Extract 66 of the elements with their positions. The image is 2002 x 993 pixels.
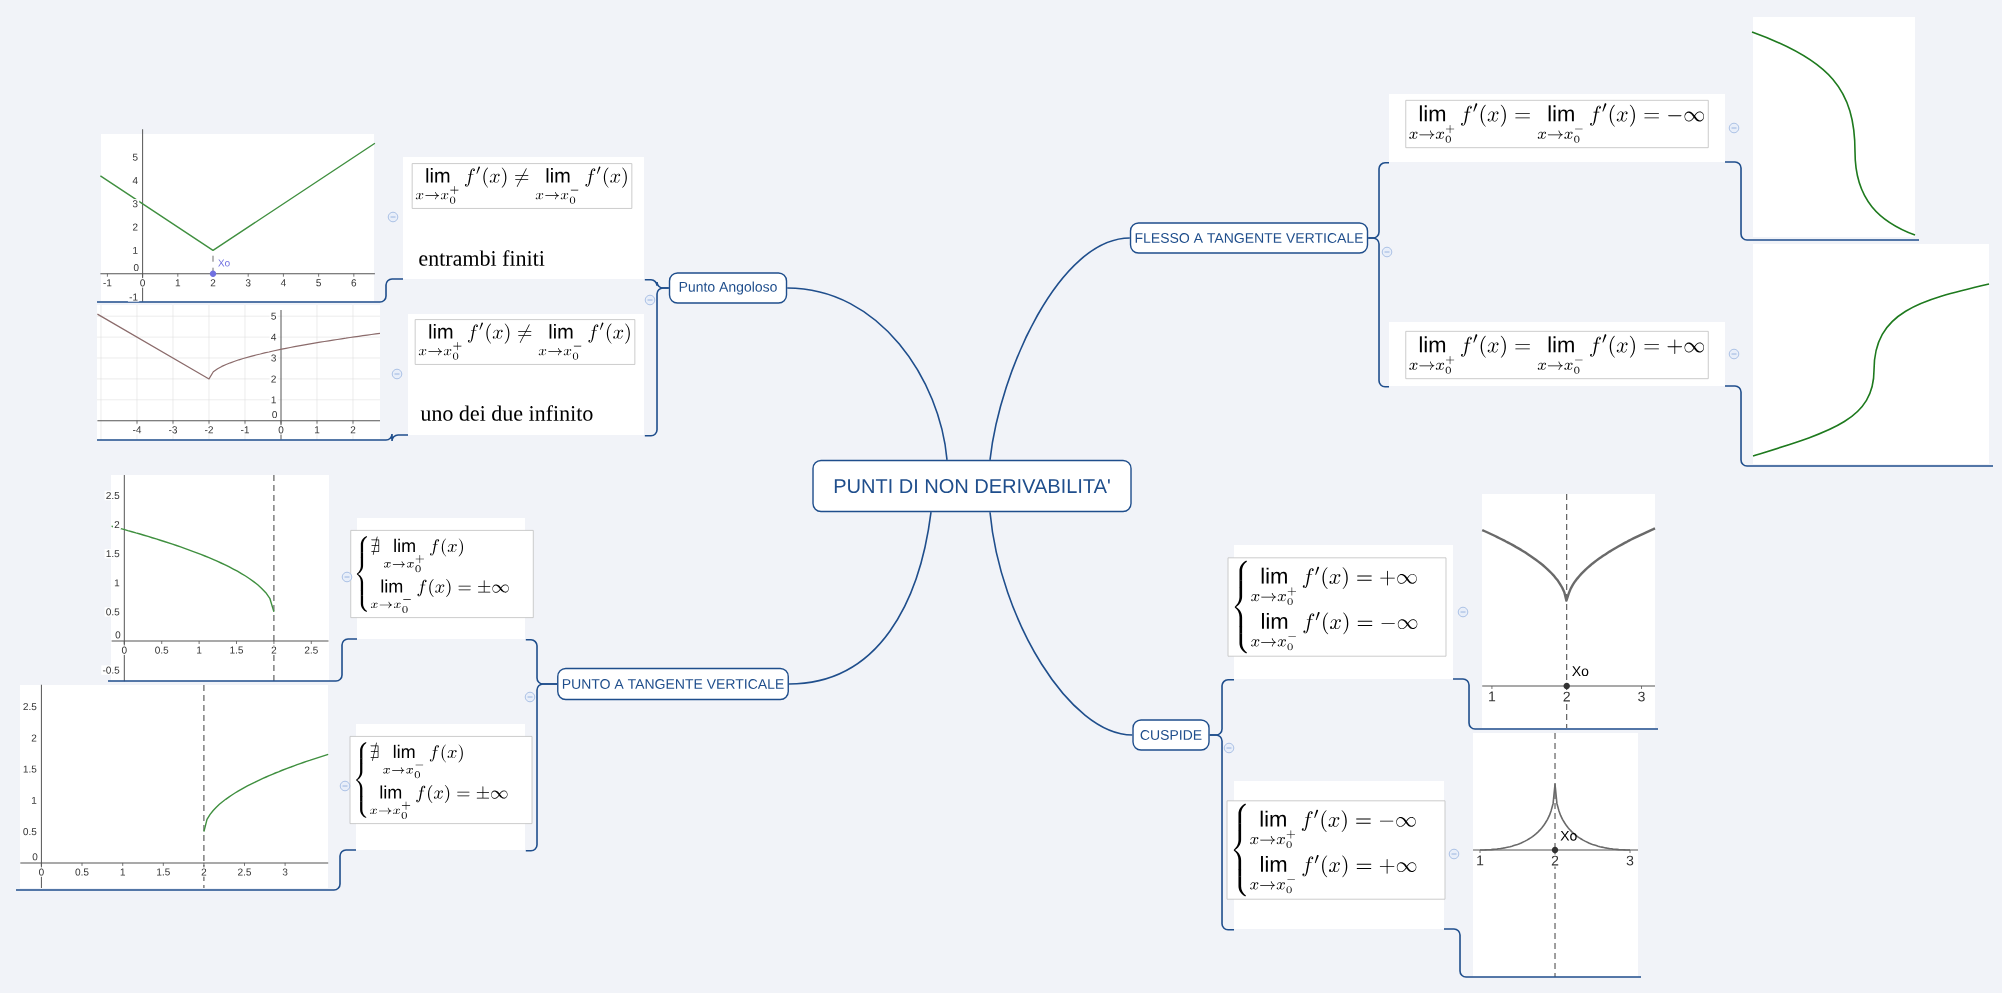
tick-label: 2 bbox=[1561, 690, 1572, 703]
formula-card: $\lim_{x\to x_0^+} f'(x)=\lim_{x\to x_0^-} f'(x)=-\infty$ bbox=[1389, 94, 1725, 162]
tick-label: 2.5 bbox=[303, 645, 320, 655]
point-label: Xo bbox=[1572, 666, 1589, 677]
tick-label: 1 bbox=[313, 425, 321, 435]
tick-label: 2 bbox=[30, 733, 38, 743]
subtopic-box: PUNTO A TANGENTE VERTICALE bbox=[557, 667, 789, 701]
tick-label: 1 bbox=[118, 867, 127, 877]
tick-label: -0.5 bbox=[101, 665, 121, 675]
tick-label: 1 bbox=[1486, 690, 1497, 703]
branch-line bbox=[1208, 734, 1235, 931]
tick-label: 1 bbox=[195, 645, 204, 655]
tick-label: 1.5 bbox=[21, 764, 38, 774]
tick-label: 0 bbox=[31, 852, 39, 862]
branch-line bbox=[1367, 237, 1390, 388]
tick-label: 1.5 bbox=[228, 645, 245, 655]
branch-line bbox=[989, 511, 1134, 736]
tick-label: 3 bbox=[1624, 854, 1636, 867]
tick-label: 1 bbox=[269, 395, 278, 405]
tick-label: 1 bbox=[1474, 854, 1486, 867]
tick-label: 0 bbox=[270, 409, 279, 420]
tick-label: 1 bbox=[30, 795, 38, 806]
tick-label: 0.5 bbox=[73, 867, 91, 877]
tick-label: 4 bbox=[269, 332, 278, 342]
tick-label: 1.5 bbox=[155, 867, 172, 877]
tick-label: 2 bbox=[349, 425, 357, 435]
tick-label: 0.5 bbox=[153, 645, 170, 655]
tick-label: 0.5 bbox=[21, 826, 38, 837]
point-label: Xo bbox=[1560, 830, 1577, 841]
formula-card: $\lim_{x\to x_0^+} f'(x)\neq\lim_{x\to x_0^-} f'(x)$ entrambi finiti bbox=[403, 157, 644, 279]
formula-card: $\lim_{x\to x_0^+} f'(x)=\lim_{x\to x_0^-} f'(x)=+\infty$ bbox=[1389, 322, 1725, 386]
tick-label: 0 bbox=[277, 425, 285, 435]
tick-label: 0.5 bbox=[104, 607, 121, 617]
branch-line bbox=[788, 511, 932, 685]
tick-label: 0 bbox=[120, 645, 129, 655]
formula-card: $\begin{cases}\lim\limits_{x\to x_0^+} f'(x)=-\infty\\ \lim\limits_{x\to x_0^-} f'(x)=+\infty\end{cases}$ bbox=[1226, 781, 1446, 929]
tick-label: 2 bbox=[199, 867, 208, 877]
tick-label: 3 bbox=[281, 867, 290, 877]
subtopic-box: CUSPIDE bbox=[1132, 719, 1210, 751]
formula-card: $\begin{cases}\lim\limits_{x\to x_0^+} f'(x)=+\infty\\ \lim\limits_{x\to x_0^-} f'(x)=-\infty\end{cases}$ bbox=[1227, 545, 1453, 679]
formula-card: $\begin{cases}\nexists\lim\limits_{x\to x_0^-} f(x)\\ \lim\limits_{x\to x_0^+} f(x)=\pm\infty\end{cases}$ bbox=[349, 724, 533, 850]
branch-line bbox=[786, 287, 948, 461]
tick-label: 2 bbox=[1549, 854, 1561, 867]
tick-label: 0 bbox=[113, 630, 122, 640]
tick-label: 1 bbox=[112, 578, 121, 588]
formula-card: $\begin{cases}\nexists\lim\limits_{x\to x_0^+} f(x)\\ \lim\limits_{x\to x_0^-} f(x)=\pm\infty\end{cases}$ bbox=[350, 518, 534, 639]
tick-label: 1.5 bbox=[104, 549, 121, 559]
branch-line bbox=[989, 237, 1131, 461]
tick-label: -2 bbox=[203, 425, 215, 435]
tick-label: 3 bbox=[1636, 690, 1647, 703]
tick-label: -3 bbox=[167, 425, 179, 435]
tick-label: 2 bbox=[269, 374, 278, 384]
tick-label: 2 bbox=[269, 645, 278, 655]
subtopic-box: Punto Angoloso bbox=[668, 272, 788, 304]
subtopic-box: FLESSO A TANGENTE VERTICALE bbox=[1129, 222, 1369, 254]
topic-box: PUNTI DI NON DERIVABILITA' bbox=[812, 459, 1132, 513]
tick-label: -4 bbox=[131, 425, 143, 435]
tick-label: 0 bbox=[37, 867, 46, 877]
tick-label: 2 bbox=[112, 519, 121, 530]
formula-card: $\lim_{x\to x_0^+} f'(x)\neq\lim_{x\to x_0^-} f'(x)$ uno dei due infinito bbox=[408, 314, 644, 435]
tick-label: -1 bbox=[239, 425, 251, 435]
tick-label: 2.5 bbox=[21, 701, 38, 712]
tick-label: 2.5 bbox=[236, 867, 253, 877]
tick-label: 5 bbox=[269, 311, 278, 321]
tick-label: 3 bbox=[269, 353, 278, 363]
tick-label: 2.5 bbox=[104, 490, 121, 501]
